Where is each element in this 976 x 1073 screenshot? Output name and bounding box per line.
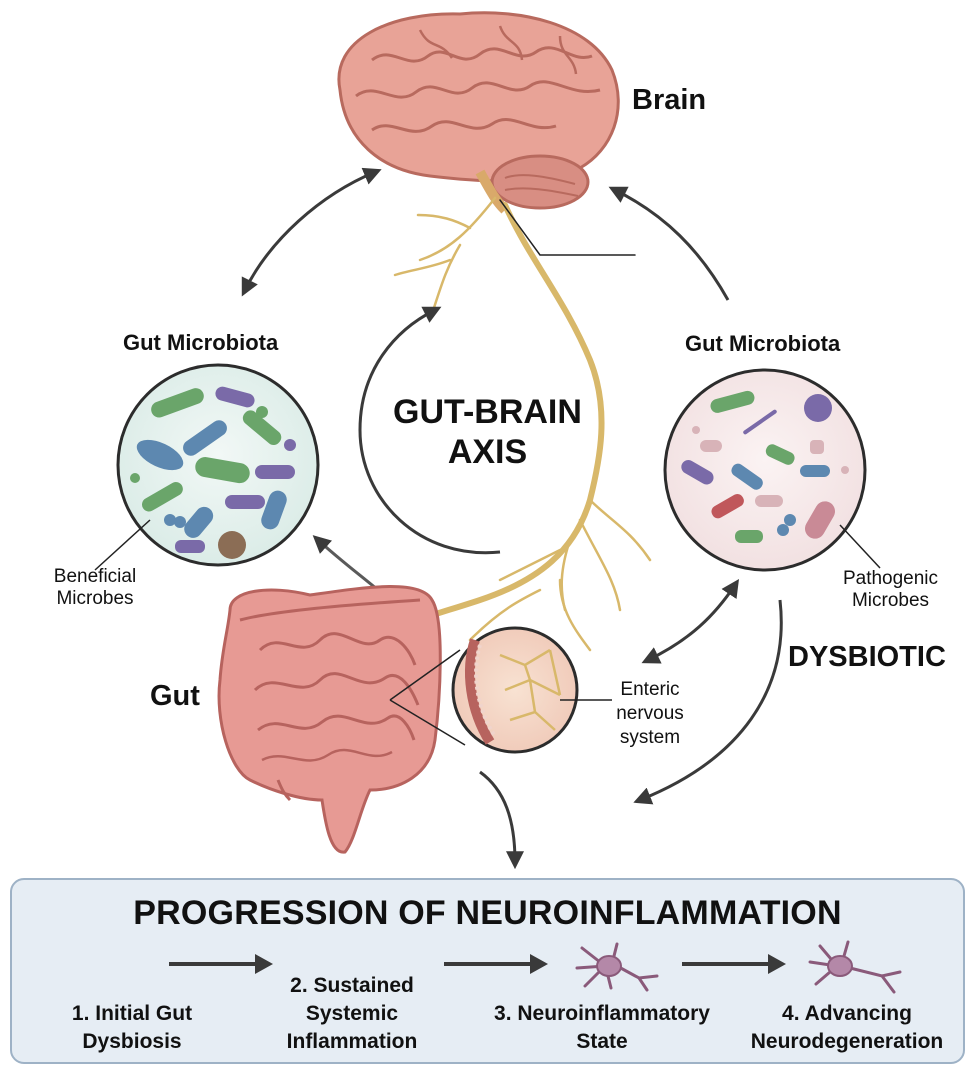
progression-step-3: 3. Neuroinflammatory State	[472, 1000, 732, 1056]
progression-step-2: 2. Sustained Systemic Inflammation	[252, 972, 452, 1056]
gut-label: Gut	[150, 680, 200, 712]
step-arrow-3	[682, 954, 786, 974]
step-4-line2: Neurodegeneration	[750, 1030, 944, 1053]
beneficial-microbes-circle	[116, 363, 320, 567]
neuron-icon	[808, 940, 902, 994]
brain-icon	[337, 11, 620, 214]
step-1-line2: Dysbiosis	[82, 1030, 182, 1053]
gut-microbiota-left-arrow	[312, 535, 379, 592]
brain-microbiota-left-arrow	[241, 167, 382, 297]
step-arrow-2	[444, 954, 548, 974]
axis-cycle-arrows	[358, 306, 501, 555]
dysbiotic-label: DYSBIOTIC	[788, 641, 946, 673]
pathogenic-pointer	[839, 524, 881, 569]
progression-step-1: 1. Initial Gut Dysbiosis	[32, 1000, 232, 1056]
microbiota-gut-right-arrow	[641, 579, 739, 664]
pathogenic-line2: Microbes	[851, 590, 930, 611]
step-4-line1: 4. Advancing	[782, 1002, 912, 1025]
step-2-line3: Inflammation	[286, 1030, 418, 1053]
dysbiotic-downward-arrow	[633, 599, 783, 805]
vagus-nerve	[393, 196, 652, 652]
axis-title-line1: GUT-BRAIN	[393, 393, 582, 431]
axis-title: GUT-BRAIN AXIS	[370, 392, 605, 472]
left-microbiota-title: Gut Microbiota	[123, 330, 279, 355]
enteric-nervous-system-circle	[389, 626, 612, 754]
enteric-nervous-system-label: Enteric nervous system	[600, 678, 700, 750]
gut-icon	[217, 585, 442, 854]
beneficial-line1: Beneficial	[53, 566, 137, 587]
axis-title-line2: AXIS	[447, 433, 528, 471]
step-2-line2: Systemic	[305, 1002, 399, 1025]
gut-progression-arrow	[479, 770, 524, 870]
beneficial-microbes-label: Beneficial Microbes	[35, 566, 155, 610]
enteric-line3: system	[619, 727, 681, 748]
brain-label: Brain	[632, 84, 707, 116]
step-arrow-1	[169, 954, 273, 974]
progression-step-4: 4. Advancing Neurodegeneration	[732, 1000, 962, 1056]
enteric-line2: nervous	[616, 703, 684, 724]
step-1-line1: 1. Initial Gut	[71, 1002, 193, 1025]
beneficial-line2: Microbes	[56, 588, 134, 609]
step-3-line1: 3. Neuroinflammatory	[494, 1002, 710, 1025]
pathogenic-microbes-label: Pathogenic Microbes	[828, 568, 953, 612]
microglia-icon	[575, 942, 659, 992]
progression-title: PROGRESSION OF NEUROINFLAMMATION	[133, 894, 842, 932]
gut-brain-axis-illustration	[94, 11, 881, 870]
microbiota-brain-right-arrow	[608, 186, 730, 301]
enteric-line1: Enteric	[620, 679, 680, 700]
beneficial-pointer	[94, 519, 151, 571]
pathogenic-line1: Pathogenic	[842, 568, 939, 589]
step-3-line2: State	[576, 1030, 628, 1053]
progression-panel: PROGRESSION OF NEUROINFLAMMATION 1. Init…	[10, 878, 965, 1064]
step-2-line1: 2. Sustained	[290, 974, 414, 997]
pathogenic-microbes-circle	[663, 368, 867, 572]
right-microbiota-title: Gut Microbiota	[685, 331, 841, 356]
